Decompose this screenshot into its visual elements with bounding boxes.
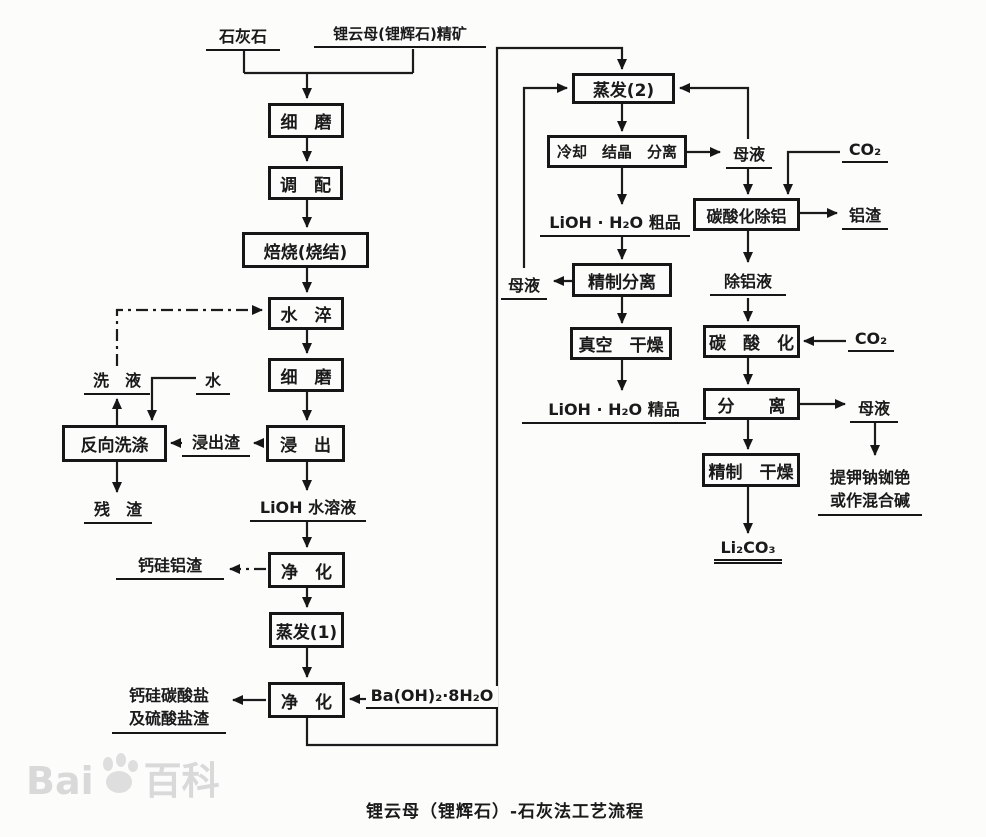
label-ca-si-al-slag: 钙硅铝渣 [116, 552, 224, 580]
label-lioh-crude: LiOH · H₂O 粗品 [540, 209, 690, 237]
label-k-na-rb-cs-line2: 或作混合碱 [818, 489, 922, 517]
label-al-slag: 铝渣 [842, 202, 888, 230]
label-mother-liquor-2: 母液 [501, 272, 547, 300]
label-li2co3: Li₂CO₃ [714, 538, 782, 564]
box-blending: 调 配 [268, 166, 343, 200]
watermark-suffix: 百科 [143, 759, 220, 803]
box-leaching: 浸 出 [266, 425, 345, 462]
watermark-prefix: Bai [26, 759, 94, 803]
label-ore-concentrate: 锂云母(锂辉石)精矿 [314, 23, 486, 48]
box-purification-1: 净 化 [268, 552, 345, 588]
label-mother-liquor-3: 母液 [850, 395, 898, 423]
box-water-quench: 水 淬 [268, 297, 344, 330]
box-cooling-crystallization-separation: 冷却 结晶 分离 [547, 135, 687, 168]
diagram-caption: 锂云母（锂辉石）-石灰法工艺流程 [365, 802, 645, 822]
box-separation: 分 离 [703, 388, 800, 420]
box-roasting: 焙烧(烧结) [242, 232, 369, 268]
label-co2-1: CO₂ [842, 140, 888, 163]
box-vacuum-drying: 真空 干燥 [570, 327, 672, 360]
box-purification-2: 净 化 [268, 682, 345, 718]
label-leach-residue: 浸出渣 [182, 429, 250, 457]
box-evaporation-2: 蒸发(2) [572, 73, 675, 104]
label-ca-si-carbonate-slag-line2: 及硫酸盐渣 [112, 707, 226, 735]
label-residue: 残 渣 [84, 496, 152, 524]
label-k-na-rb-cs-line1: 提钾钠铷铯 [829, 468, 910, 487]
box-refining-separation: 精制分离 [572, 263, 672, 297]
box-carbonation: 碳 酸 化 [703, 325, 800, 358]
label-ba-oh2: Ba(OH)₂·8H₂O [366, 686, 498, 709]
label-lioh-refined: LiOH · H₂O 精品 [522, 396, 706, 424]
label-wash-liquid: 洗 液 [84, 367, 150, 395]
label-de-al-liquid: 除铝液 [710, 268, 786, 296]
paw-icon [96, 752, 142, 804]
label-lioh-solution: LiOH 水溶液 [250, 494, 366, 522]
box-fine-grinding-1: 细 磨 [268, 103, 344, 138]
label-mother-liquor-1: 母液 [726, 141, 772, 169]
label-water: 水 [196, 367, 230, 395]
label-ca-si-carbonate-slag: 钙硅碳酸盐 及硫酸盐渣 [112, 684, 226, 737]
box-carbonation-de-aluminum: 碳酸化除铝 [693, 198, 800, 231]
box-refine-drying: 精制 干燥 [702, 453, 800, 487]
label-k-na-rb-cs: 提钾钠铷铯 或作混合碱 [818, 466, 922, 519]
label-co2-2: CO₂ [848, 329, 894, 352]
label-ca-si-carbonate-slag-line1: 钙硅碳酸盐 [128, 686, 209, 705]
box-evaporation-1: 蒸发(1) [269, 612, 344, 648]
box-fine-grinding-2: 细 磨 [268, 358, 344, 392]
box-counter-washing: 反向洗涤 [62, 425, 167, 462]
watermark: Bai 百科 [26, 748, 220, 800]
label-limestone: 石灰石 [206, 23, 280, 51]
